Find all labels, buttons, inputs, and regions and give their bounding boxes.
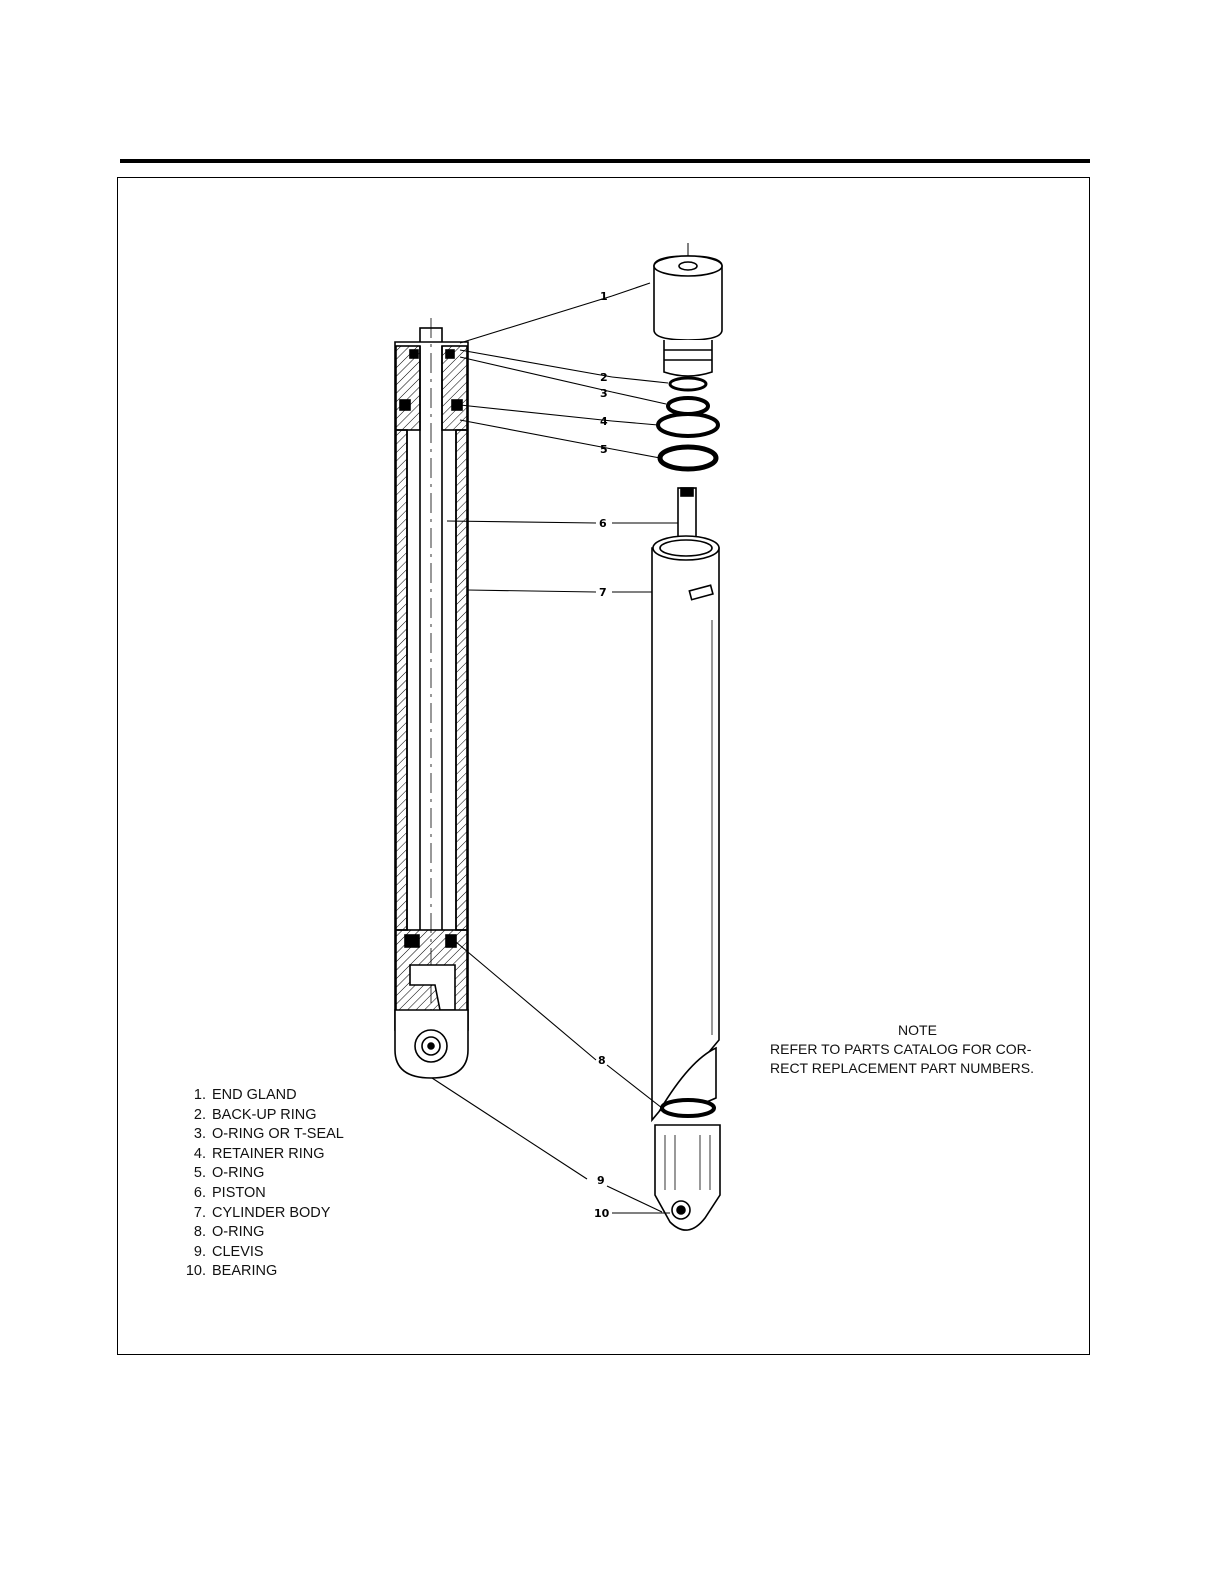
legend-label: O-RING <box>212 1164 264 1184</box>
legend-number: 7. <box>172 1204 212 1224</box>
legend-row: 10.BEARING <box>172 1262 344 1282</box>
legend-number: 1. <box>172 1086 212 1106</box>
note-line-2: RECT REPLACEMENT PART NUMBERS. <box>770 1059 1065 1078</box>
note-line-1: REFER TO PARTS CATALOG FOR COR- <box>770 1040 1065 1059</box>
legend-row: 4.RETAINER RING <box>172 1145 344 1165</box>
callout-numbers: 1 2 3 4 5 6 7 8 9 10 <box>594 290 610 1220</box>
legend-number: 6. <box>172 1184 212 1204</box>
legend-label: CYLINDER BODY <box>212 1204 330 1224</box>
legend-row: 9.CLEVIS <box>172 1243 344 1263</box>
callout-3: 3 <box>600 387 608 400</box>
cross-section-view <box>395 318 468 1078</box>
parts-legend: 1.END GLAND 2.BACK-UP RING 3.O-RING OR T… <box>172 1086 344 1282</box>
leader-lines <box>432 283 678 1213</box>
legend-label: PISTON <box>212 1184 266 1204</box>
legend-label: RETAINER RING <box>212 1145 325 1165</box>
callout-8: 8 <box>598 1054 606 1067</box>
legend-label: O-RING <box>212 1223 264 1243</box>
legend-row: 6.PISTON <box>172 1184 344 1204</box>
legend-label: CLEVIS <box>212 1243 264 1263</box>
exploded-components <box>652 243 722 1230</box>
legend-row: 7.CYLINDER BODY <box>172 1204 344 1224</box>
note-title: NOTE <box>770 1021 1065 1040</box>
legend-row: 1.END GLAND <box>172 1086 344 1106</box>
callout-6: 6 <box>599 517 607 530</box>
legend-number: 3. <box>172 1125 212 1145</box>
legend-number: 2. <box>172 1106 212 1126</box>
legend-number: 4. <box>172 1145 212 1165</box>
legend-row: 2.BACK-UP RING <box>172 1106 344 1126</box>
callout-7: 7 <box>599 586 607 599</box>
legend-label: END GLAND <box>212 1086 297 1106</box>
callout-4: 4 <box>600 415 608 428</box>
note-block: NOTE REFER TO PARTS CATALOG FOR COR- REC… <box>770 1021 1065 1078</box>
legend-label: BEARING <box>212 1262 277 1282</box>
callout-9: 9 <box>597 1174 605 1187</box>
legend-row: 3.O-RING OR T-SEAL <box>172 1125 344 1145</box>
legend-row: 8.O-RING <box>172 1223 344 1243</box>
legend-number: 9. <box>172 1243 212 1263</box>
legend-number: 8. <box>172 1223 212 1243</box>
legend-number: 5. <box>172 1164 212 1184</box>
callout-5: 5 <box>600 443 608 456</box>
legend-number: 10. <box>172 1262 212 1282</box>
legend-label: BACK-UP RING <box>212 1106 316 1126</box>
legend-label: O-RING OR T-SEAL <box>212 1125 344 1145</box>
callout-2: 2 <box>600 371 608 384</box>
callout-10: 10 <box>594 1207 610 1220</box>
legend-row: 5.O-RING <box>172 1164 344 1184</box>
callout-1: 1 <box>600 290 608 303</box>
